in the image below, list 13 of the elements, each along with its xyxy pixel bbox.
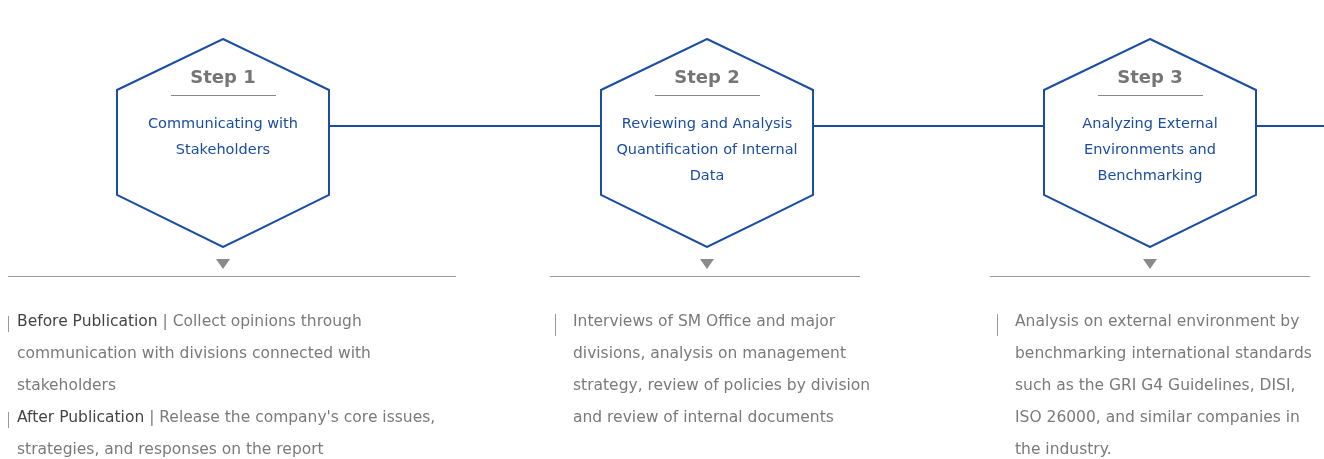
step-title: Step 2 xyxy=(654,66,760,96)
connector-line xyxy=(813,125,1044,127)
description-text: After Publication | Release the company's core issues, strategies, and responses on the report xyxy=(8,401,462,459)
step-title: Step 1 xyxy=(170,66,276,96)
step-title: Step 3 xyxy=(1097,66,1203,96)
step-description: Analyzing External Environments and Benchmarking xyxy=(1081,114,1219,185)
connector-line xyxy=(329,125,601,127)
connector-line xyxy=(1256,125,1324,127)
description-text: Interviews of SM Office and major divisions, analysis on management strategy, review of policies by division and review of internal documents xyxy=(555,305,873,433)
step-description: Reviewing and Analysis Quantification of Internal Data xyxy=(615,114,799,185)
description-text: Before Publication | Collect opinions through communication with divisions connected with stakeholders xyxy=(8,305,462,401)
step-description: Communicating with Stakeholders xyxy=(147,114,299,159)
description-text: Analysis on external environment by benchmarking international standards such as the GRI G4 Guidelines, DISI, ISO 26000, and similar companies in the industry. xyxy=(997,305,1320,459)
